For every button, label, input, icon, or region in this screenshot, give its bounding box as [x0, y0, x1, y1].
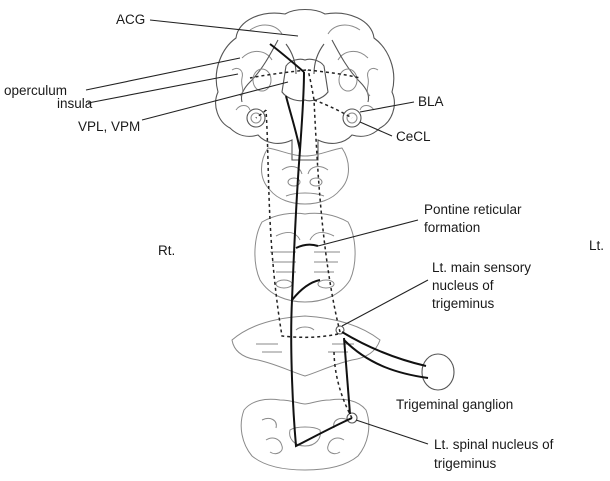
label-cecl: CeCL	[396, 129, 431, 144]
label-vpl-vpm: VPL, VPM	[78, 119, 140, 134]
label-trigeminal-ganglion: Trigeminal ganglion	[396, 397, 513, 412]
cecl-leader	[360, 122, 392, 136]
forebrain-section	[216, 10, 395, 161]
pons-section	[255, 213, 355, 302]
label-pontine-line1: Pontine reticular	[424, 202, 522, 217]
pontine-leader	[318, 220, 418, 246]
bla-leader	[360, 102, 414, 112]
main-sensory-leader	[342, 280, 428, 326]
label-main-sensory-line1: Lt. main sensory	[432, 260, 531, 275]
midbrain-section	[262, 148, 349, 204]
label-acg: ACG	[116, 12, 145, 27]
label-insula: insula	[57, 96, 93, 111]
label-main-sensory-line3: trigeminus	[432, 296, 495, 311]
label-main-sensory-line2: nucleus of	[432, 278, 494, 293]
trigeminal-ganglion-shape	[422, 354, 454, 390]
label-bla: BLA	[418, 94, 444, 109]
label-spinal-line1: Lt. spinal nucleus of	[434, 437, 554, 452]
label-left-side: Lt.	[589, 238, 604, 253]
label-right-side: Rt.	[158, 243, 175, 258]
medulla-upper-section	[232, 316, 380, 376]
leader-lines	[86, 20, 428, 444]
label-spinal-line2: trigeminus	[434, 456, 497, 471]
label-pontine-line2: formation	[424, 220, 480, 235]
